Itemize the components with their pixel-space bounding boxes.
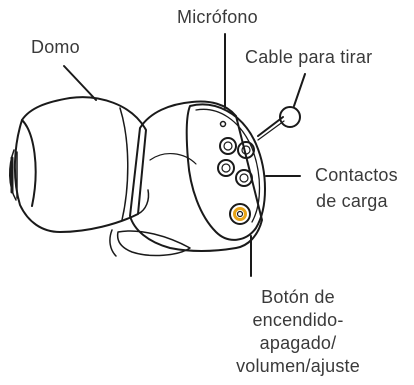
power-volume-button [229, 203, 251, 225]
leader-pull-cable [293, 73, 306, 107]
label-charging-contacts-2: de carga [316, 191, 388, 211]
label-button-2: encendido- [252, 310, 344, 330]
label-pull-cable: Cable para tirar [245, 47, 373, 67]
pull-cable [257, 106, 301, 141]
label-button-3: apagado/ [259, 333, 337, 353]
leader-dome [63, 65, 97, 101]
ear-dome [9, 96, 150, 233]
label-charging-contacts-1: Contactos [315, 165, 398, 185]
label-dome: Domo [31, 37, 80, 57]
charging-contacts [217, 137, 255, 187]
label-microphone: Micrófono [177, 7, 258, 27]
faceplate [185, 103, 266, 241]
label-button-4: volumen/ajuste [236, 356, 360, 376]
microphone-port [219, 120, 227, 128]
label-button-1: Botón de [261, 287, 335, 307]
leader-lines [63, 33, 306, 277]
